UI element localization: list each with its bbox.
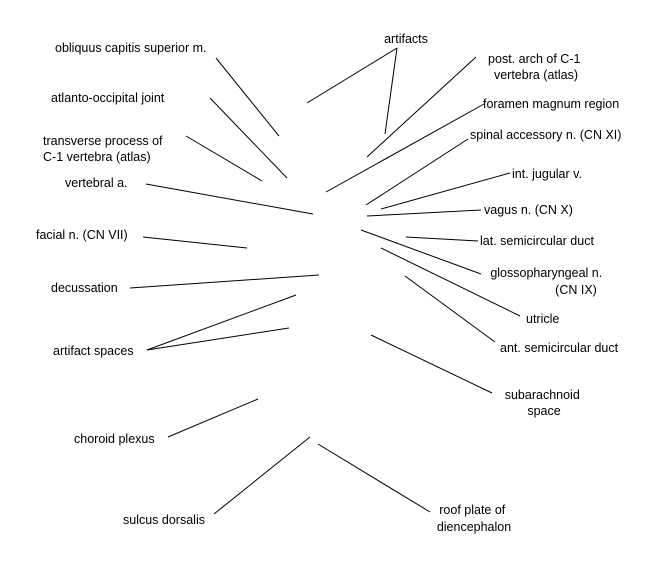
leader-line-post-arch-c1 <box>366 56 477 158</box>
leader-line-int-jugular <box>380 172 511 210</box>
label-vagus: vagus n. (CN X) <box>484 203 573 217</box>
label-transverse-process-c1-line-2: C-1 vertebra (atlas) <box>43 150 151 164</box>
label-post-arch-c1: post. arch of C-1 vertebra (atlas) <box>488 52 584 82</box>
leader-line-artifacts-1 <box>306 47 398 104</box>
label-facial: facial n. (CN VII) <box>36 228 128 242</box>
leader-line-choroid-plexus <box>167 398 259 438</box>
label-vertebral-a: vertebral a. <box>65 176 128 190</box>
label-artifacts: artifacts <box>384 32 428 46</box>
leader-line-artifacts-2 <box>384 47 398 135</box>
leader-line-artifact-spaces-1 <box>146 294 297 351</box>
label-roof-plate-line-1: roof plate of <box>439 503 506 517</box>
label-foramen-magnum: foramen magnum region <box>483 97 619 111</box>
label-obliquus-capitis: obliquus capitis superior m. <box>55 41 206 55</box>
label-ant-semicircular: ant. semicircular duct <box>500 341 619 355</box>
label-subarachnoid-line-2: space <box>527 404 560 418</box>
leader-line-atlanto-occipital <box>209 97 288 179</box>
label-post-arch-c1-line-1: post. arch of C-1 <box>488 52 580 66</box>
leader-line-roof-plate <box>317 443 431 513</box>
label-transverse-process-c1: transverse process of C-1 vertebra (atla… <box>43 134 166 164</box>
label-subarachnoid-line-1: subarachnoid <box>505 388 580 402</box>
leader-line-vagus <box>366 209 482 217</box>
label-glossopharyngeal-line-1: glossopharyngeal n. <box>490 266 602 280</box>
label-choroid-plexus: choroid plexus <box>74 432 155 446</box>
label-spinal-accessory: spinal accessory n. (CN XI) <box>470 128 621 142</box>
leader-line-decussation <box>129 274 320 289</box>
label-glossopharyngeal: glossopharyngeal n. (CN IX) <box>490 266 605 297</box>
label-int-jugular: int. jugular v. <box>512 167 582 181</box>
label-post-arch-c1-line-2: vertebra (atlas) <box>494 68 578 82</box>
leader-lines <box>129 47 521 515</box>
leader-line-sulcus-dorsalis <box>213 436 311 515</box>
label-lat-semicircular: lat. semicircular duct <box>480 234 594 248</box>
label-atlanto-occipital: atlanto-occipital joint <box>51 91 165 105</box>
leader-line-glossopharyngeal <box>360 229 482 275</box>
label-transverse-process-c1-line-1: transverse process of <box>43 134 163 148</box>
leader-line-transverse-process-c1 <box>185 135 263 182</box>
leader-line-artifact-spaces-2 <box>146 327 290 351</box>
leader-line-lat-semicircular <box>405 236 479 242</box>
label-subarachnoid: subarachnoid space <box>505 388 584 418</box>
leader-line-subarachnoid <box>370 334 493 394</box>
leader-line-spinal-accessory <box>365 138 469 206</box>
label-glossopharyngeal-line-2: (CN IX) <box>555 283 597 297</box>
leader-line-ant-semicircular <box>404 275 496 343</box>
labels: artifacts obliquus capitis superior m. p… <box>36 32 621 534</box>
label-roof-plate: roof plate of diencephalon <box>437 503 511 534</box>
label-artifact-spaces: artifact spaces <box>53 344 134 358</box>
leader-line-foramen-magnum <box>325 103 485 193</box>
label-roof-plate-line-2: diencephalon <box>437 520 511 534</box>
label-utricle: utricle <box>526 312 559 326</box>
label-sulcus-dorsalis: sulcus dorsalis <box>123 513 205 527</box>
leader-line-obliquus-capitis <box>215 57 280 137</box>
leader-line-utricle <box>380 247 521 317</box>
leader-line-facial <box>142 236 248 249</box>
label-decussation: decussation <box>51 281 118 295</box>
leader-line-vertebral-a <box>145 183 314 215</box>
